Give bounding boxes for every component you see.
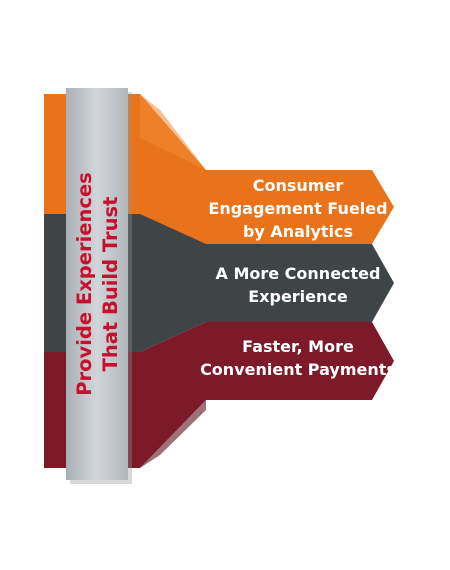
arrow-orange-label-line-2: Engagement Fueled xyxy=(208,199,387,218)
vertical-title-line-1: Provide Experiences xyxy=(73,172,96,396)
arrow-orange-head xyxy=(206,170,394,244)
arrow-orange-label-line-3: by Analytics xyxy=(243,222,353,241)
arrow-gray-label-line-1: A More Connected xyxy=(216,264,381,283)
arrow-maroon-label-line-1: Faster, More xyxy=(242,337,354,356)
vertical-bar xyxy=(66,88,128,480)
arrow-gray-label: A More Connected Experience xyxy=(216,264,381,306)
band-maroon-fold xyxy=(140,400,206,468)
vertical-title: Provide Experiences That Build Trust xyxy=(73,172,122,396)
band-orange-fold xyxy=(140,94,206,170)
arrow-gray-head xyxy=(206,244,394,322)
arrow-maroon-label-line-2: Convenient Payments xyxy=(200,360,396,379)
arrow-orange-label: Consumer Engagement Fueled by Analytics xyxy=(208,176,387,241)
arrow-maroon-head xyxy=(206,322,394,400)
arrow-gray-label-line-2: Experience xyxy=(248,287,348,306)
arrow-maroon-label: Faster, More Convenient Payments xyxy=(200,337,396,379)
vertical-title-line-2: That Build Trust xyxy=(99,197,122,372)
arrow-orange-label-line-1: Consumer xyxy=(253,176,344,195)
